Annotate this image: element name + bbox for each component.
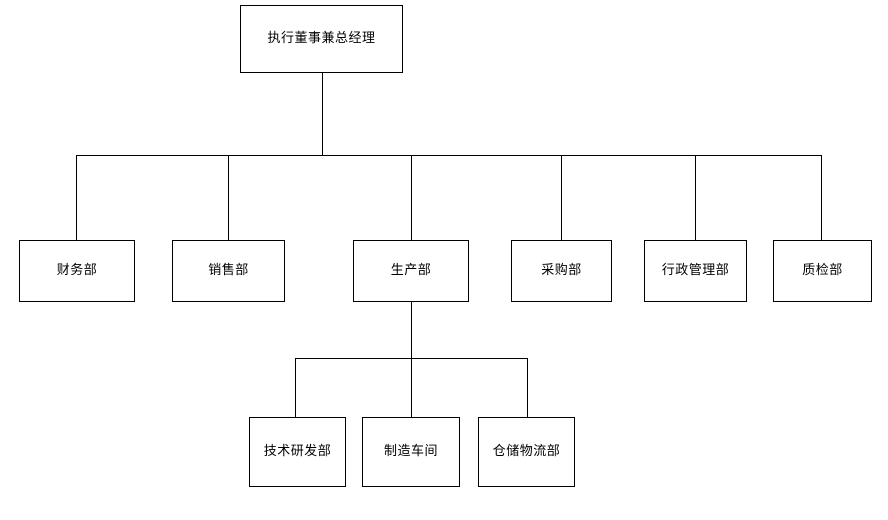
node-root-executive-director[interactable]: 执行董事兼总经理 xyxy=(240,5,403,73)
edge-drop-production xyxy=(411,155,412,240)
node-finance[interactable]: 财务部 xyxy=(19,240,135,302)
node-label-logistics: 仓储物流部 xyxy=(492,444,561,460)
edge-drop-quality xyxy=(821,155,822,240)
edge-drop-finance xyxy=(76,155,77,240)
node-label-procurement: 采购部 xyxy=(541,263,582,279)
node-label-root: 执行董事兼总经理 xyxy=(267,31,376,47)
node-production[interactable]: 生产部 xyxy=(353,240,469,302)
node-label-finance: 财务部 xyxy=(56,263,98,279)
edge-root-stem xyxy=(322,73,323,155)
node-quality[interactable]: 质检部 xyxy=(773,240,872,302)
node-administration[interactable]: 行政管理部 xyxy=(644,240,747,302)
node-label-administration: 行政管理部 xyxy=(661,263,730,279)
node-sales[interactable]: 销售部 xyxy=(172,240,285,302)
edge-drop-procurement xyxy=(561,155,562,240)
node-label-quality: 质检部 xyxy=(802,263,843,279)
node-label-rd: 技术研发部 xyxy=(263,444,332,460)
node-workshop[interactable]: 制造车间 xyxy=(362,417,460,487)
edge-production-stem xyxy=(411,302,412,358)
node-label-sales: 销售部 xyxy=(208,263,249,279)
edge-drop-rd xyxy=(295,358,296,417)
edge-drop-administration xyxy=(695,155,696,240)
edge-drop-sales xyxy=(228,155,229,240)
node-label-workshop: 制造车间 xyxy=(383,444,438,460)
edge-drop-logistics xyxy=(527,358,528,417)
node-logistics[interactable]: 仓储物流部 xyxy=(478,417,575,487)
node-rd[interactable]: 技术研发部 xyxy=(249,417,346,487)
edge-main-bus xyxy=(76,155,822,156)
node-procurement[interactable]: 采购部 xyxy=(511,240,612,302)
node-label-production: 生产部 xyxy=(390,263,432,279)
edge-drop-workshop xyxy=(411,358,412,417)
